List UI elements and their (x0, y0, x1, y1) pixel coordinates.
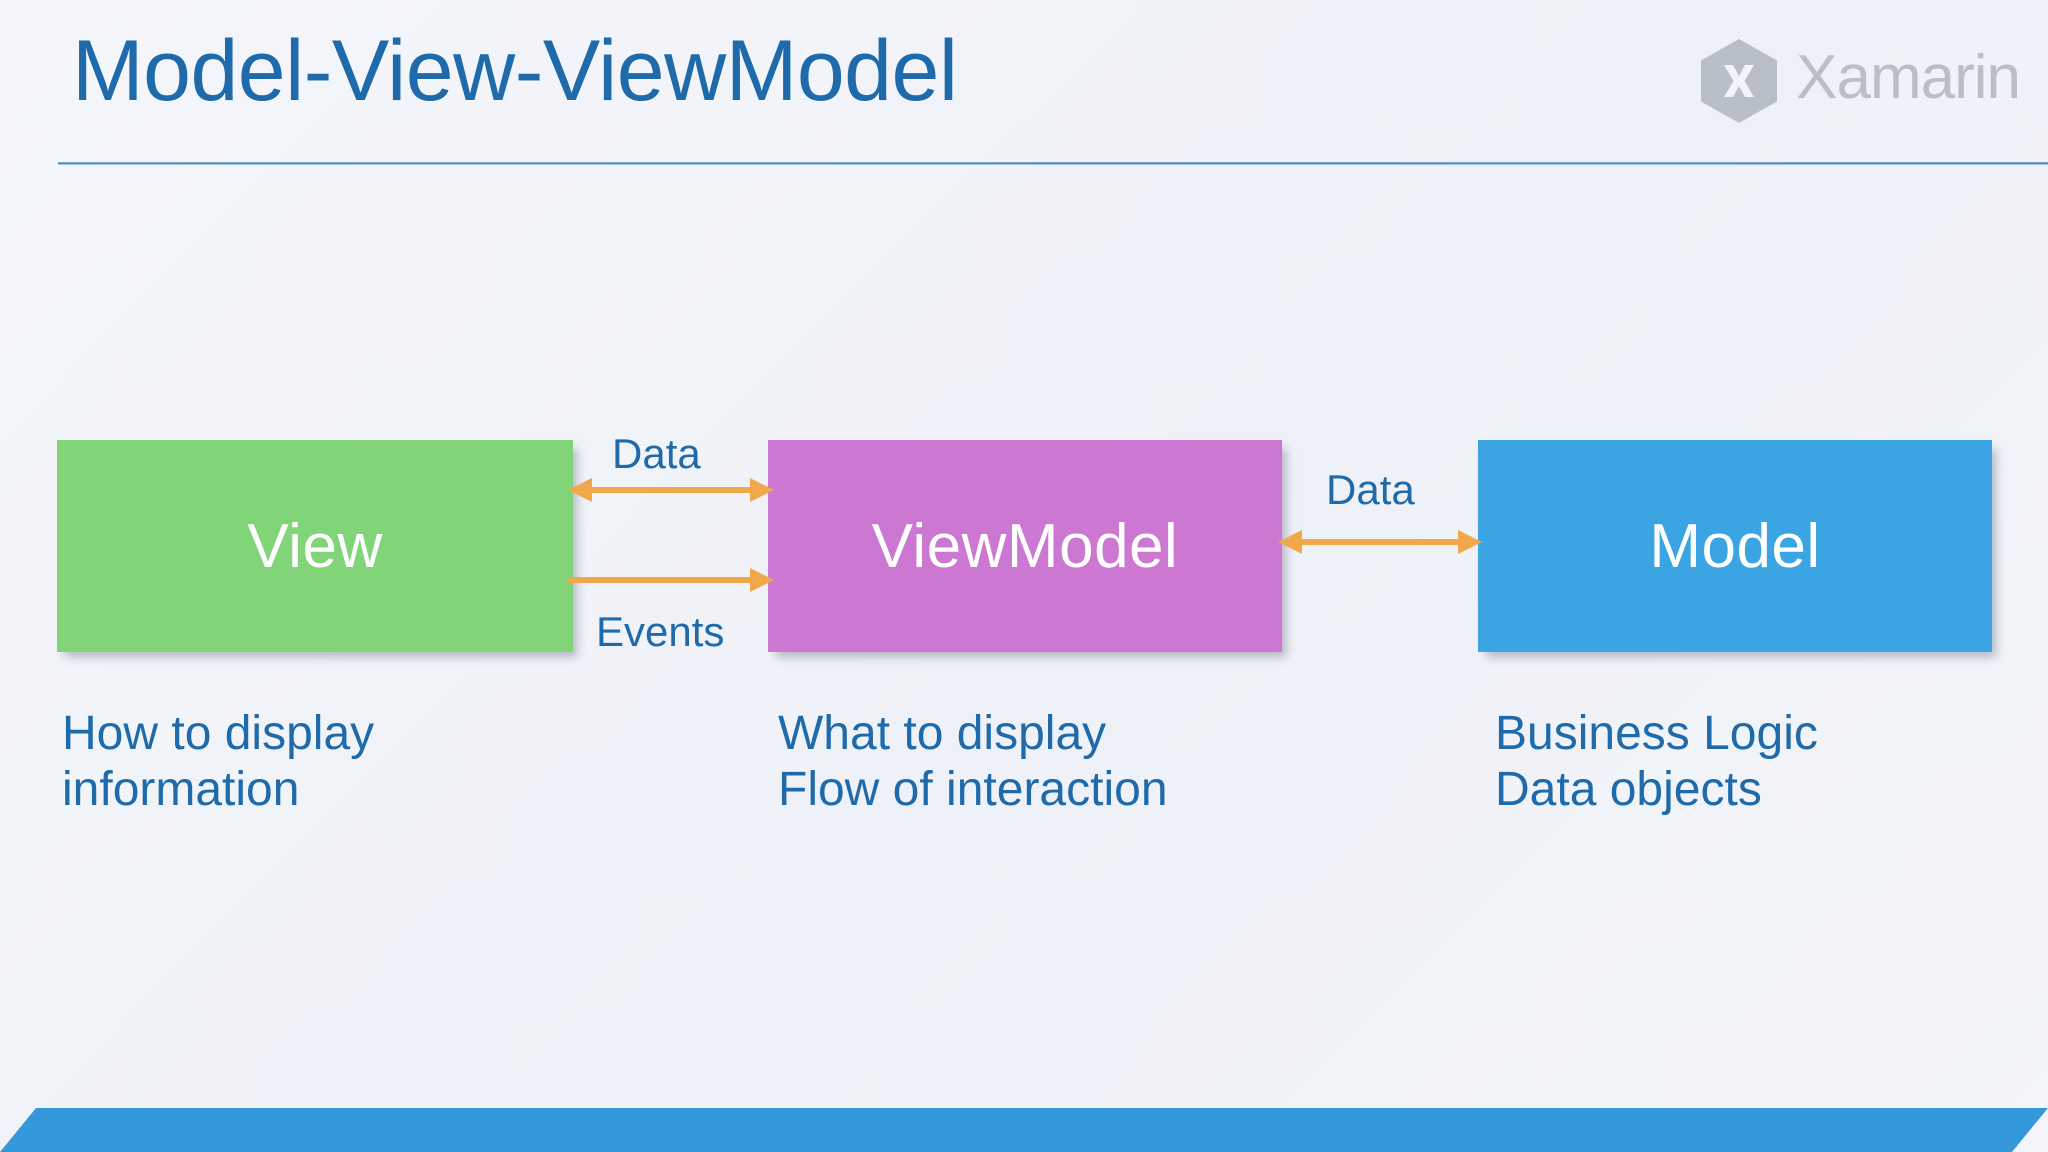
arrow-events-view-viewmodel (568, 568, 774, 592)
node-label-viewmodel: ViewModel (871, 511, 1179, 581)
node-label-view: View (247, 511, 383, 581)
xamarin-wordmark: Xamarin (1796, 43, 2021, 112)
arrow-label-data-view-viewmodel: Data (612, 430, 701, 477)
caption-model: Business Logic Data objects (1495, 707, 1818, 816)
title-divider (58, 162, 2048, 165)
diagram-node-view: View (57, 440, 573, 652)
node-label-model: Model (1649, 511, 1821, 581)
caption-view: How to display information (62, 707, 375, 816)
title-block: Model-View-ViewModel Xamarin (0, 0, 2048, 180)
caption-viewmodel: What to display Flow of interaction (778, 707, 1168, 816)
xamarin-hexagon-icon (1700, 38, 1778, 124)
xamarin-logo: Xamarin (1700, 38, 2021, 124)
footer-accent-bar (0, 1108, 2048, 1152)
arrow-label-events: Events (596, 608, 725, 655)
diagram-node-model: Model (1478, 440, 1992, 652)
arrow-data-viewmodel-model (1278, 530, 1482, 554)
page-title: Model-View-ViewModel (72, 23, 958, 119)
arrow-data-view-viewmodel (568, 478, 774, 502)
diagram-node-viewmodel: ViewModel (768, 440, 1282, 652)
arrow-label-data-viewmodel-model: Data (1326, 466, 1415, 513)
